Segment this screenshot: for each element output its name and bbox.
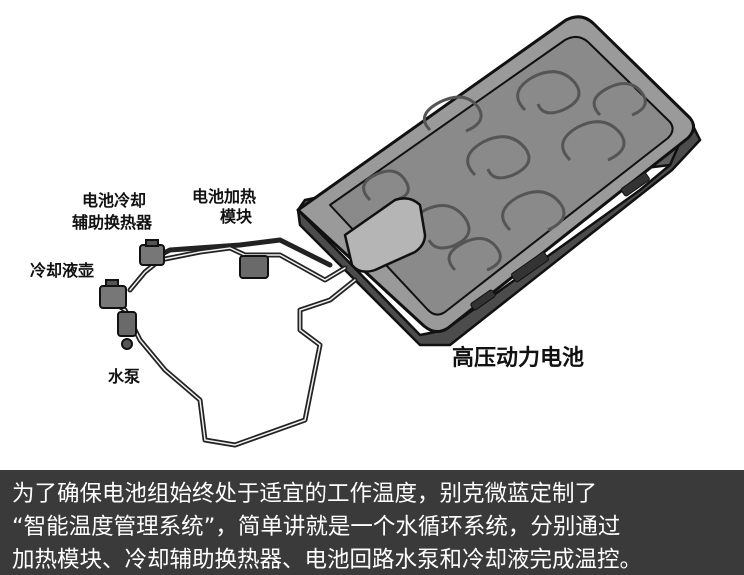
cooling-system-illustration: 电池冷却 辅助换热器 电池加热 模块 冷却液壶 水泵 高压动力电池: [30, 15, 702, 448]
label-coolant-reservoir: 冷却液壶: [30, 261, 94, 280]
battery-connector-box: [343, 197, 427, 273]
heat-exchanger: [139, 239, 165, 266]
coolant-reservoir: [99, 279, 127, 309]
label-water-pump: 水泵: [108, 367, 140, 386]
battery-port: [511, 251, 549, 283]
pipe-outer: [107, 277, 358, 448]
caption-line-2: “智能温度管理系统”，简单讲就是一个水循环系统，分别通过: [12, 514, 621, 540]
label-cooling-heat-exchanger-line2: 辅助换热器: [72, 213, 153, 232]
battery-port: [620, 172, 650, 197]
heating-module: [239, 255, 269, 279]
battery-port: [470, 289, 496, 311]
label-battery-pack: 高压动力电池: [452, 345, 584, 371]
label-heating-module-line2: 模块: [220, 207, 253, 226]
caption-bar: 为了确保电池组始终处于适宜的工作温度，别克微蓝定制了 “智能温度管理系统”，简单…: [0, 470, 744, 575]
caption-line-1: 为了确保电池组始终处于适宜的工作温度，别克微蓝定制了: [12, 481, 598, 507]
battery-pack: [296, 15, 702, 347]
label-heating-module-line1: 电池加热: [192, 187, 256, 206]
label-cooling-heat-exchanger-line1: 电池冷却: [82, 191, 146, 210]
caption-line-3: 加热模块、冷却辅助换热器、电池回路水泵和冷却液完成温控。: [12, 547, 643, 573]
water-pump: [117, 311, 137, 350]
